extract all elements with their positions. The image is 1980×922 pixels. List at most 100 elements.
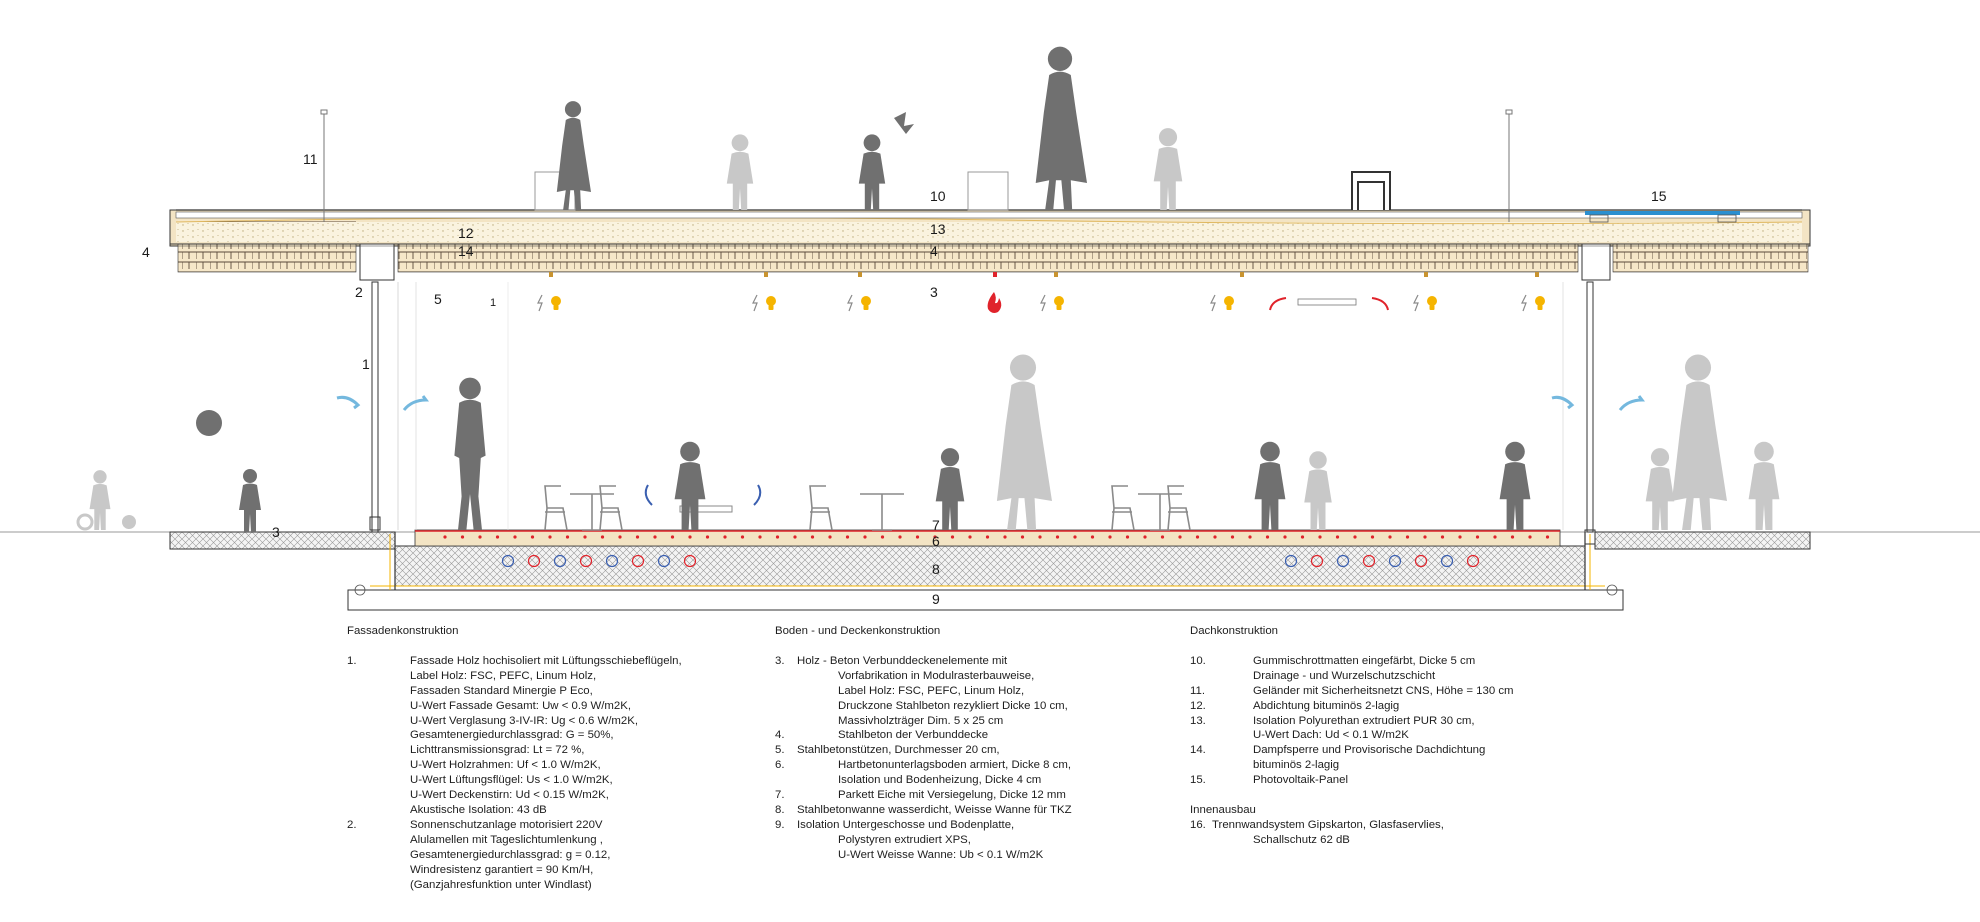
legend-item-number: 3. [775, 654, 785, 667]
heating-dot [828, 535, 832, 539]
heating-dot [793, 535, 797, 539]
legend-item-line: Label Holz: FSC, PEFC, Linum Holz, [838, 684, 1025, 697]
label-12: 12 [458, 225, 474, 241]
legend-item-line: Sonnenschutzanlage motorisiert 220V [410, 818, 603, 831]
heating-dot [513, 535, 517, 539]
airflow-arrow-icon [1618, 395, 1645, 411]
lightbulb-icon [1210, 294, 1235, 312]
legend-item-line: Vorfabrikation in Modulrasterbauweise, [838, 669, 1035, 682]
legend-item: 4. Stahlbeton der Verbunddecke [775, 728, 1185, 743]
legend-item-line: U-Wert Lüftungsflügel: Us < 1.0 W/m2K, [410, 774, 613, 787]
heating-dot [1388, 535, 1392, 539]
legend-item-line: Isolation Polyurethan extrudiert PUR 30 … [1253, 714, 1475, 727]
legend-item-line: Gesamtenergiedurchlassgrad: g = 0.12, [410, 848, 611, 861]
lightbulb-icon [752, 294, 777, 312]
legend-item: 16.Trennwandsystem Gipskarton, Glasfaser… [1190, 818, 1590, 848]
legend-item-number: 13. [1190, 714, 1206, 727]
heating-dot [1090, 535, 1095, 539]
label-4-roof: 4 [930, 243, 938, 259]
label-2: 2 [355, 284, 363, 300]
heating-dot [1423, 535, 1427, 539]
lightbulb-icon [1040, 294, 1065, 312]
heating-dot [898, 535, 902, 539]
heating-dot [1230, 535, 1235, 539]
legend-item: 11.Geländer mit Sicherheitsnetzt CNS, Hö… [1190, 684, 1590, 699]
legend-item-line: Dampfsperre und Provisorische Dachdichtu… [1253, 744, 1486, 757]
legend-item-line: Abdichtung bituminös 2-lagig [1253, 699, 1400, 712]
heating-dot [1510, 535, 1515, 539]
heating-dot [495, 535, 500, 539]
legend-item-line: Massivholzträger Dim. 5 x 25 cm [838, 714, 1004, 727]
legend-item-line: U-Wert Dach: Ud < 0.1 W/m2K [1253, 729, 1409, 742]
heating-dot [1003, 535, 1007, 539]
legend-dach: Dachkonstruktion 10.Gummischrottmatten e… [1190, 624, 1590, 848]
heating-dot [653, 535, 657, 539]
heating-dot [1248, 535, 1252, 539]
label-1-small: 1 [490, 297, 496, 309]
legend-item-line: Photovoltaik-Panel [1253, 774, 1348, 787]
heating-dot [1318, 535, 1322, 539]
legend-item-line: U-Wert Weisse Wanne: Ub < 0.1 W/m2K [838, 848, 1044, 861]
label-5: 5 [434, 291, 442, 307]
legend-item: 7.Parkett Eiche mit Versiegelung, Dicke … [775, 788, 1185, 803]
legend-item-number: 12. [1190, 699, 1206, 712]
legend-item-line: Hartbetonunterlagsboden armiert, Dicke 8… [838, 759, 1071, 772]
legend-item-number: 15. [1190, 774, 1206, 787]
legend-item: 10. Gummischrottmatten eingefärbt, Dicke … [1190, 654, 1590, 684]
legend-item-number: 9. [775, 818, 785, 831]
chair [1167, 485, 1191, 531]
heating-dot [1125, 535, 1130, 539]
legend-item-line: Fassaden Standard Minergie P Eco, [410, 684, 593, 697]
legend-boden: Boden - und Deckenkonstruktion 3.Holz - … [775, 624, 1185, 863]
heating-dot [548, 535, 552, 539]
legend-item: 14.Dampfsperre und Provisorische Dachdic… [1190, 743, 1590, 773]
legend-item-number: 10. [1190, 654, 1206, 667]
legend-item-line: Holz - Beton Verbunddeckenelemente mit [797, 654, 1008, 667]
heating-dot [950, 535, 955, 539]
legend-item-line: Akustische Isolation: 43 dB [410, 803, 547, 816]
heating-dot [1353, 535, 1357, 539]
heating-dot [985, 535, 990, 539]
legend-item: 8.Stahlbetonwanne wasserdicht, Weisse Wa… [775, 803, 1185, 818]
legend-item-line: Schallschutz 62 dB [1253, 833, 1350, 846]
heating-dot [968, 535, 972, 539]
legend-item-line: Stahlbetonstützen, Durchmesser 20 cm, [797, 744, 1000, 757]
legend-item-line: Gummischrottmatten eingefärbt, Dicke 5 c… [1253, 654, 1476, 667]
heating-dot [1143, 535, 1147, 539]
heating-dot [1265, 535, 1270, 539]
heating-dot [635, 535, 640, 539]
heating-dot [1020, 535, 1025, 539]
lightbulb-icon [1413, 294, 1438, 312]
heating-dot [1195, 535, 1200, 539]
airflow-arrow-icon [336, 395, 361, 410]
heating-dot [1108, 535, 1112, 539]
legend-item: 1.Fassade Holz hochisoliert mit Lüftungs… [347, 654, 727, 818]
heating-dot [443, 535, 447, 539]
heating-dot [478, 535, 482, 539]
lightbulb-icon [537, 294, 562, 312]
airflow-arrow-icon [1551, 395, 1575, 410]
label-15: 15 [1651, 188, 1667, 204]
heating-dot [705, 535, 710, 539]
heating-dot [1038, 535, 1042, 539]
heating-pipes-left [501, 554, 697, 568]
legend-item-number: 4. [775, 729, 785, 742]
chair [599, 485, 623, 531]
label-13: 13 [930, 221, 946, 237]
legend-item-line: Stahlbeton der Verbunddecke [838, 729, 989, 742]
label-14: 14 [458, 243, 474, 259]
heating-dot [740, 535, 745, 539]
legend-item-number: 2. [347, 818, 357, 831]
legend-item-number: 16. [1190, 818, 1206, 831]
legend-item-line: Windresistenz garantiert = 90 Km/H, [410, 863, 594, 876]
chair [809, 485, 833, 531]
airflow-arrow-icon [1371, 297, 1389, 311]
legend-item: 9.Isolation Untergeschosse und Bodenplat… [775, 818, 1185, 863]
legend-item-line: U-Wert Deckenstirn: Ud < 0.15 W/m2K, [410, 789, 609, 802]
heating-dot [933, 535, 937, 539]
legend-item-line: Parkett Eiche mit Versiegelung, Dicke 12… [838, 789, 1066, 802]
heating-dot [915, 535, 920, 539]
heating-dot [1283, 535, 1287, 539]
heating-dot [688, 535, 692, 539]
legend-title-innenausbau: Innenausbau [1190, 804, 1256, 817]
